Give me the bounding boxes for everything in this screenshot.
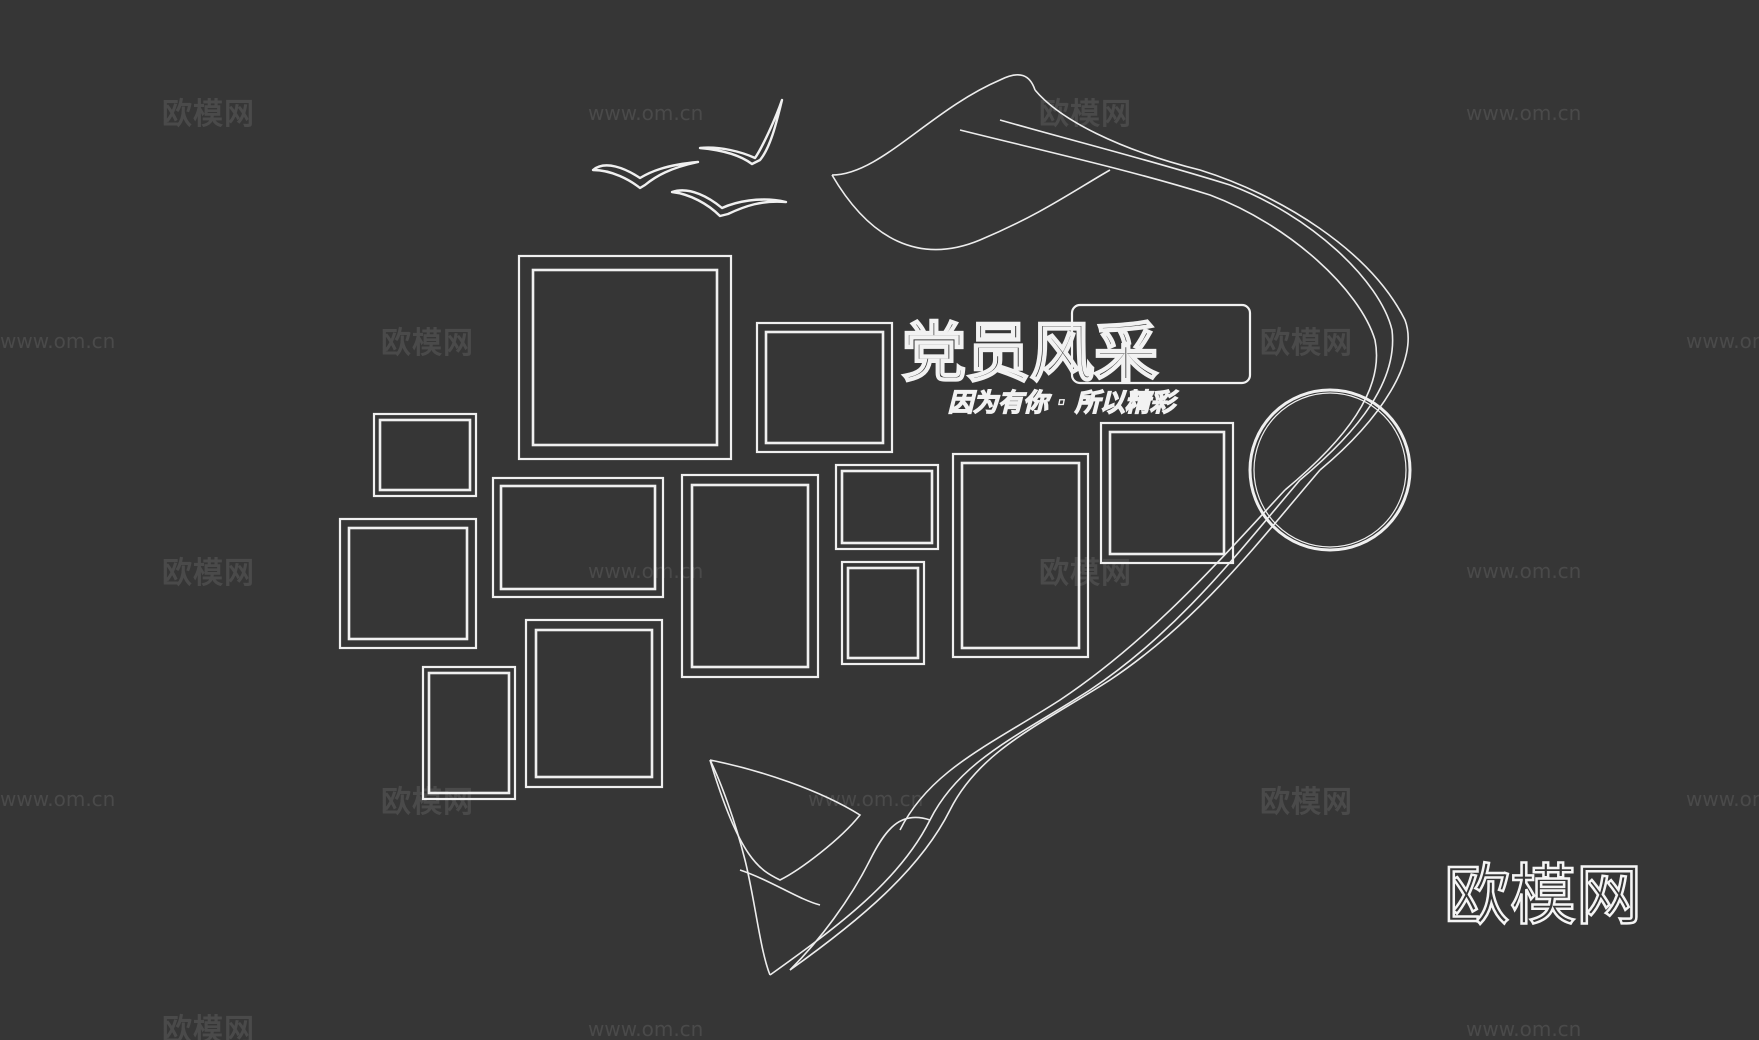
watermark-text: 欧模网: [1260, 326, 1353, 361]
watermark-url: www.om.cn: [1466, 559, 1581, 583]
watermark-url: www.om.cn: [0, 787, 115, 811]
seagulls: [591, 98, 788, 218]
watermark-url: www.om.cn: [588, 1017, 703, 1040]
watermark-text: 欧模网: [162, 556, 255, 591]
watermark-url: www.om.cn: [0, 329, 115, 353]
watermark-url: www.om.cn: [808, 787, 923, 811]
watermark-text: 欧模网: [1260, 785, 1353, 820]
watermark-url: www.om.cn: [1466, 101, 1581, 125]
watermark-url: www.om.cn: [1686, 787, 1759, 811]
photo-frames: [338, 254, 1235, 801]
photo-frame: [951, 452, 1090, 659]
photo-frame: [338, 517, 478, 650]
circle-sun: [1248, 388, 1412, 552]
seagull-icon: [670, 189, 788, 218]
photo-frame: [491, 476, 665, 599]
watermark-url: www.om.cn: [588, 101, 703, 125]
watermark-url: www.om.cn: [588, 559, 703, 583]
watermark-url: www.om.cn: [1466, 1017, 1581, 1040]
title-main: 党员风采: [902, 317, 1158, 391]
ribbon-drape: [709, 74, 1409, 976]
watermark-text: 欧模网: [162, 1013, 255, 1040]
photo-frame: [421, 665, 517, 801]
watermark-text: 欧模网: [381, 326, 474, 361]
photo-frame: [1099, 421, 1235, 565]
watermark-text: 欧模网: [1039, 97, 1132, 132]
watermark-text: 欧模网: [381, 785, 474, 820]
photo-frame: [517, 254, 733, 461]
title-subtitle: 因为有你 · 所以精彩: [948, 388, 1179, 417]
photo-frame: [372, 412, 478, 498]
title-group: 党员风采 因为有你 · 所以精彩: [901, 303, 1252, 418]
title-highlight-box: [1070, 303, 1252, 385]
photo-frame: [840, 560, 926, 666]
brand-logo: 欧模网: [1444, 857, 1642, 934]
seagull-icon: [591, 160, 700, 190]
watermark-text: 欧模网: [1039, 556, 1132, 591]
photo-frame: [680, 473, 820, 679]
seagull-icon: [698, 98, 784, 166]
photo-frame: [834, 463, 940, 551]
watermark-url: www.om.cn: [1686, 329, 1759, 353]
photo-frame: [524, 618, 664, 789]
photo-frame: [755, 321, 894, 454]
watermark-text: 欧模网: [162, 97, 255, 132]
